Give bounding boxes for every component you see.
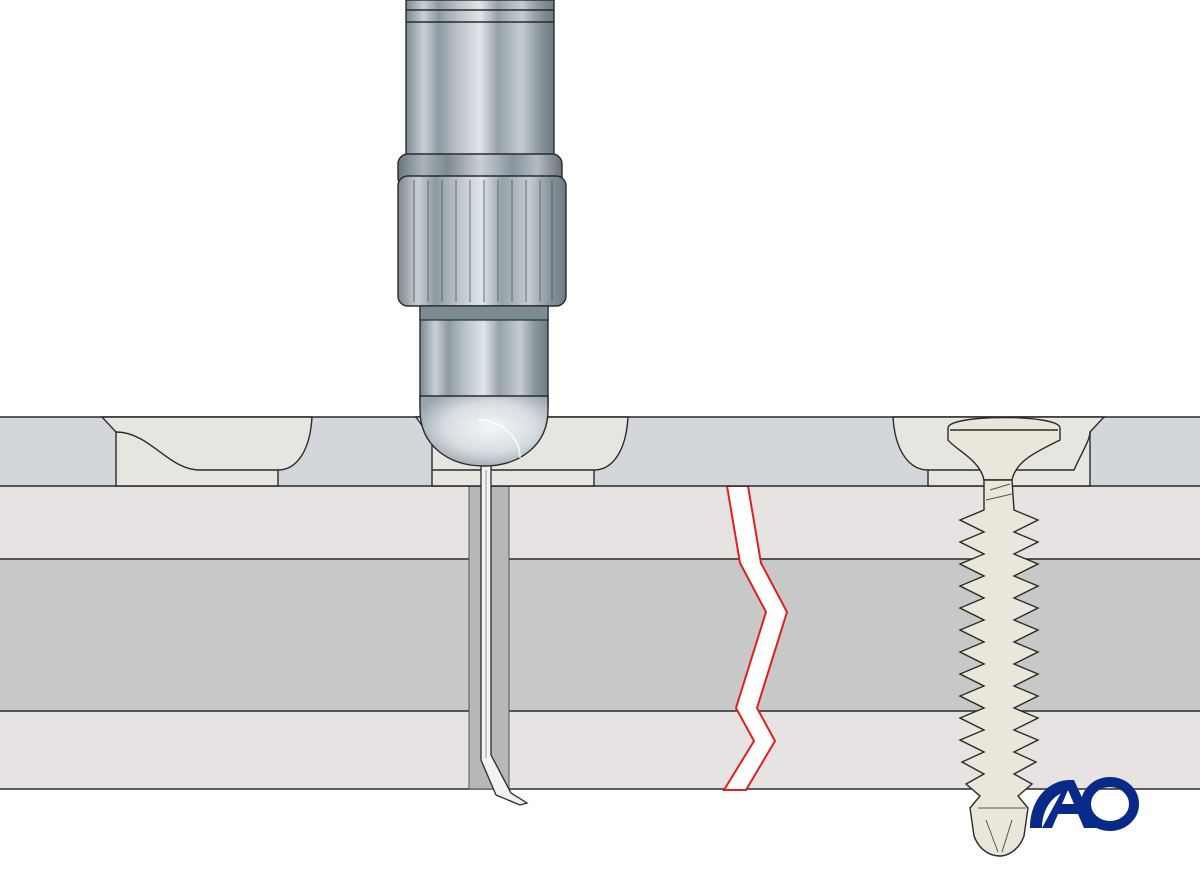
gauge-tip: [419, 395, 549, 467]
gauge-barrel-upper: [405, 0, 555, 169]
depth-gauge-icon: [397, 0, 567, 806]
bone-screw-icon: [947, 416, 1061, 857]
gauge-knurled-grip: [397, 175, 567, 307]
fracture-line: [722, 485, 789, 791]
screw-shaft: [958, 479, 1040, 857]
screw-head: [947, 416, 1061, 481]
ao-logo-text: AO: [1085, 868, 1087, 871]
plate-hole-left: [100, 416, 313, 487]
ao-logo: AO: [1030, 777, 1139, 871]
gauge-barrel-lower: [419, 305, 549, 407]
